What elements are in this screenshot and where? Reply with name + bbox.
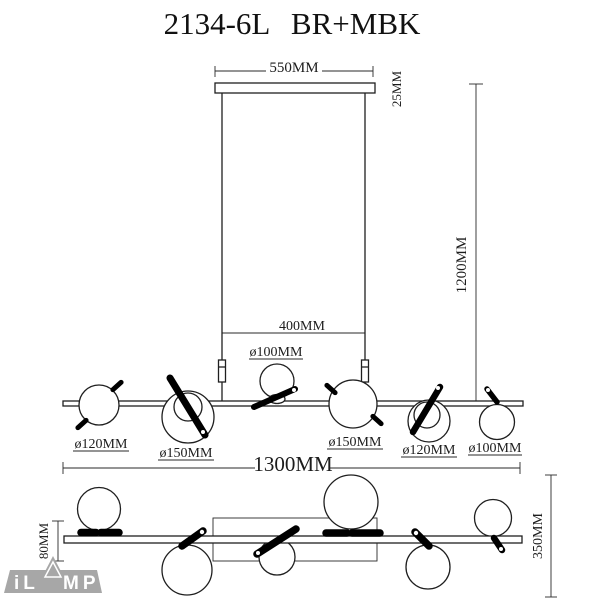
dim-canopy-height-label: 25MM xyxy=(389,71,404,108)
dim-total-depth-label: 350MM xyxy=(531,513,546,559)
dim-bar-depth-label: 80MM xyxy=(36,523,51,560)
watermark-text-prefix: iL xyxy=(14,573,39,594)
dim-total-depth: 350MM xyxy=(531,474,557,598)
dim-total-length: 1300MM xyxy=(62,452,521,476)
shade-5-diameter: ø120MM xyxy=(403,443,456,458)
shade-1 xyxy=(75,379,124,431)
top-plan-view: 80MM 350MM xyxy=(36,474,557,598)
dim-canopy-width-label: 550MM xyxy=(269,60,318,76)
shade-4 xyxy=(324,379,384,429)
shade-diameter-labels: ø120MM ø150MM ø100MM ø150MM ø120MM ø100M… xyxy=(73,345,522,461)
brand-watermark: iL MP xyxy=(4,556,102,594)
dim-total-length-label: 1300MM xyxy=(253,452,333,476)
page-title: 2134-6L BR+MBK xyxy=(164,6,421,41)
dim-drop-height: 1200MM xyxy=(454,83,483,403)
dim-bar-depth: 80MM xyxy=(36,520,64,562)
ceiling-canopy xyxy=(214,82,376,94)
fixture-bar-plan xyxy=(63,535,523,544)
front-elevation-view: 550MM 25MM 1200MM 400MM xyxy=(62,60,524,476)
plan-shade-6 xyxy=(473,498,513,538)
shade-5 xyxy=(407,383,451,443)
wire-connector-left xyxy=(217,359,227,383)
shade-6-diameter: ø100MM xyxy=(469,441,522,456)
shade-2-diameter: ø150MM xyxy=(160,446,213,461)
wire-connector-right xyxy=(360,359,370,383)
plan-shade-4 xyxy=(323,474,379,530)
shade-1-diameter: ø120MM xyxy=(75,437,128,452)
shade-3 xyxy=(251,363,298,410)
dim-drop-height-label: 1200MM xyxy=(454,237,470,294)
shade-6 xyxy=(478,386,516,441)
fixture-bar-front xyxy=(62,400,524,407)
plan-shade-5 xyxy=(405,544,451,590)
watermark-banner xyxy=(4,570,102,593)
plan-arms xyxy=(77,525,506,558)
dim-wire-spacing-label: 400MM xyxy=(279,319,325,334)
watermark-text-suffix: MP xyxy=(63,573,100,594)
shade-4-diameter: ø150MM xyxy=(329,435,382,450)
shade-3-diameter: ø100MM xyxy=(250,345,303,360)
dim-wire-spacing: 400MM xyxy=(221,319,366,340)
dim-canopy-width: 550MM xyxy=(214,60,374,77)
plan-shade-1 xyxy=(76,486,122,532)
plan-shade-2 xyxy=(161,544,213,596)
shade-2 xyxy=(161,374,215,444)
